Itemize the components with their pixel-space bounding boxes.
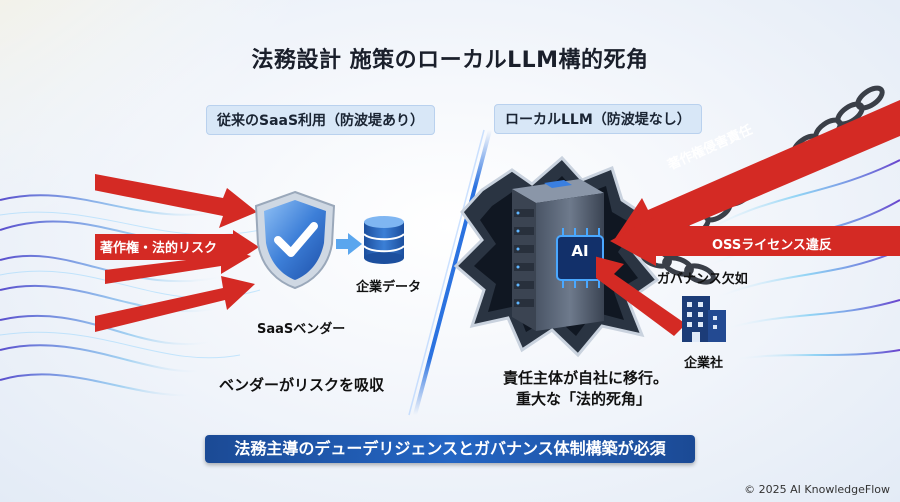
ai-chip-label: AI <box>571 242 589 260</box>
data-label: 企業データ <box>356 280 422 295</box>
risk-governance-label: ガバナンス欠如 <box>657 272 748 287</box>
risk-label: 著作権・法的リスク <box>100 241 218 256</box>
copyright-notice: © 2025 AI KnowledgeFlow <box>744 483 890 496</box>
left-section-header: 従来のSaaS利用（防波堤あり） <box>206 105 436 135</box>
conclusion-banner: 法務主導のデューデリジェンスとガバナンス体制構築が必須 <box>205 435 695 463</box>
ai-chip-icon <box>556 228 604 288</box>
company-label: 企業社 <box>684 356 724 371</box>
right-section-header: ローカルLLM（防波堤なし） <box>494 104 702 134</box>
right-risk-arrows <box>596 100 900 336</box>
database-icon <box>363 216 405 264</box>
building-icon <box>682 296 726 342</box>
risk-arrow-main <box>95 230 259 264</box>
shield-check-icon <box>254 190 336 290</box>
right-caption-line2: 重大な「法的死角」 <box>516 390 652 408</box>
page-title: 法務設計 施策のローカルLLM構的死角 <box>251 48 649 73</box>
vendor-label: SaaSベンダー <box>257 322 346 337</box>
right-caption-line1: 責任主体が自社に移行。 <box>503 369 669 387</box>
arrow-right-icon <box>336 233 362 255</box>
risk-oss-label: OSSライセンス違反 <box>712 238 832 253</box>
left-risk-arrows <box>95 174 257 332</box>
left-caption: ベンダーがリスクを吸収 <box>219 376 385 394</box>
